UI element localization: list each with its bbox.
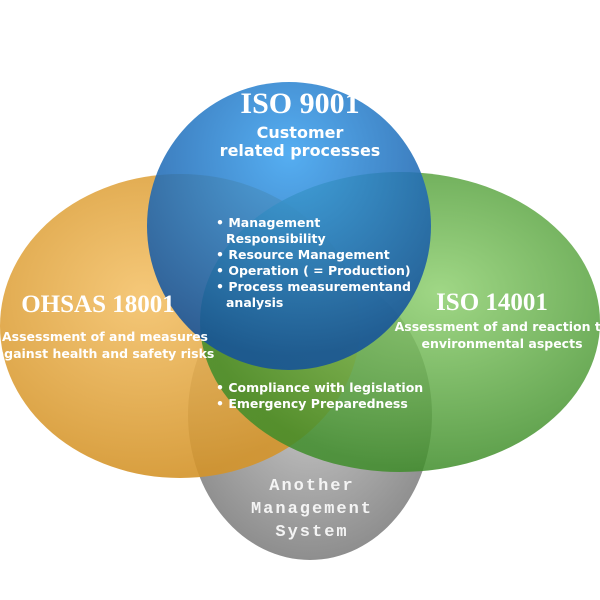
- bullet-item: • Resource Management: [216, 247, 390, 262]
- iso9001-subtitle-2: related processes: [220, 141, 381, 160]
- bullet-item: • Compliance with legislation: [216, 380, 423, 395]
- bullet-item: • Management: [216, 215, 320, 230]
- other-line-3: System: [275, 523, 348, 542]
- bullet-item: • Emergency Preparedness: [216, 396, 408, 411]
- ohsas-title: OHSAS 18001: [21, 291, 175, 318]
- bullet-item: analysis: [226, 295, 283, 310]
- other-line-2: Management: [251, 500, 373, 519]
- ohsas-desc-1: Assessment of and measures: [2, 329, 208, 344]
- iso14001-desc-1: Assessment of and reaction to: [395, 319, 600, 334]
- circle-iso9001: [147, 82, 431, 370]
- iso9001-title: ISO 9001: [240, 87, 359, 120]
- other-line-1: Another: [269, 477, 354, 496]
- bullet-item: Responsibility: [226, 231, 326, 246]
- bullet-item: • Operation ( = Production): [216, 263, 411, 278]
- iso9001-subtitle-1: Customer: [257, 123, 344, 142]
- iso14001-title: ISO 14001: [436, 289, 548, 316]
- iso14001-desc-2: environmental aspects: [421, 336, 582, 351]
- ohsas-desc-2: against health and safety risks: [0, 346, 214, 361]
- bullet-item: • Process measurementand: [216, 279, 411, 294]
